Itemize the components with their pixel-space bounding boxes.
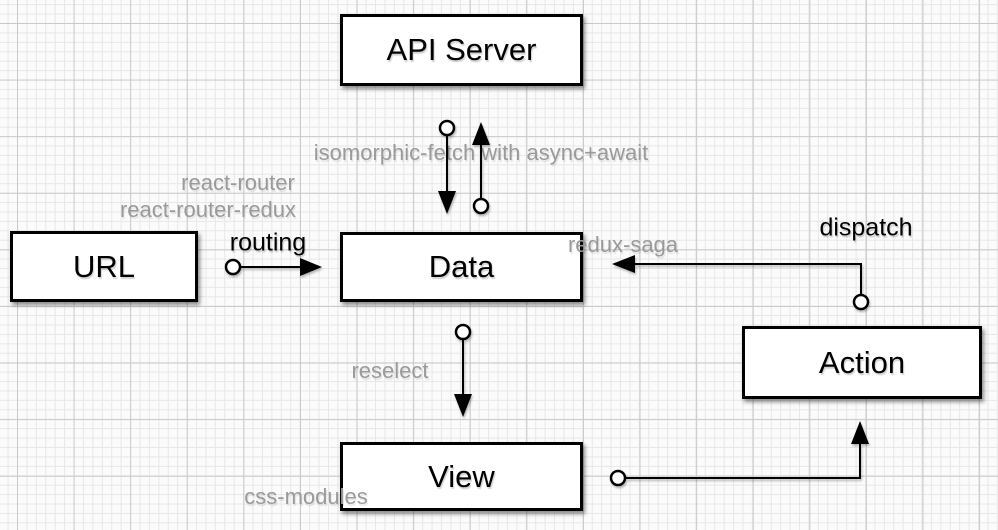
node-data: Data [340,232,583,302]
arrow-api-to-data [438,119,456,214]
connector-dot [472,197,490,215]
connector-dot [454,323,472,341]
connector-dot [438,119,456,137]
arrow-action-to-data [612,255,870,311]
connector-dot [852,293,870,311]
arrowhead-up [851,421,869,444]
arrow-data-to-api [472,122,490,215]
label-css-modules: css-modules [244,484,368,509]
arrow-view-to-action [609,421,869,487]
node-view: View [340,442,583,511]
label-redux-saga: redux-saga [567,232,679,257]
label-react-router-redux: react-router-redux [119,197,297,222]
label-reselect: reselect [351,358,429,383]
arrowhead-down [438,191,456,214]
arrowhead-right [300,258,322,276]
label-dispatch: dispatch [819,213,913,242]
arrow-data-to-view [454,323,472,417]
node-api-server: API Server [340,14,583,86]
label-routing: routing [229,228,307,257]
arrowhead-left [612,255,635,273]
arrowhead-down [454,394,472,417]
connector-dot [224,258,242,276]
label-react-router: react-router [181,170,295,195]
connector-dot [609,469,627,487]
arrow-url-to-data [224,258,322,276]
node-action: Action [742,326,982,399]
node-url: URL [10,231,198,302]
label-isomorphic-fetch: isomorphic-fetch with async+await [313,140,649,165]
